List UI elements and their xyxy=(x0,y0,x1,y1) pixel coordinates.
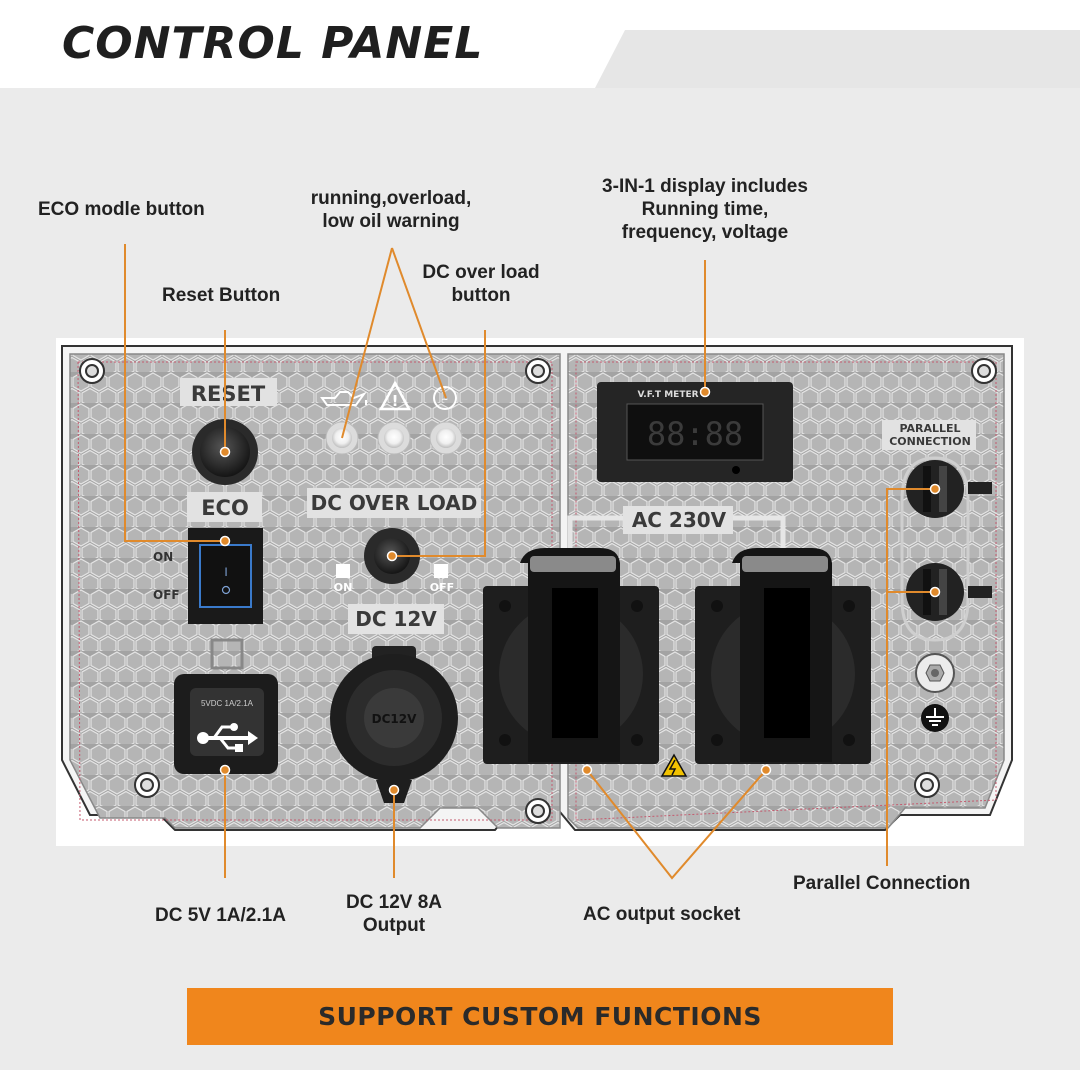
svg-text:!: ! xyxy=(392,392,399,410)
custom-functions-banner: SUPPORT CUSTOM FUNCTIONS xyxy=(187,988,893,1045)
svg-text:~: ~ xyxy=(442,395,449,404)
warning-triangle-icon: ! xyxy=(378,380,412,411)
ac230v-label-plate xyxy=(623,506,733,534)
meter-digits: 88:88 xyxy=(647,415,743,453)
breaker-off-label: OFF xyxy=(430,581,454,594)
reset-label: RESET xyxy=(191,382,266,406)
breaker-off-icon xyxy=(434,564,448,578)
meter-label: V.F.T METER xyxy=(637,390,698,400)
parallel-label-line1: PARALLEL xyxy=(899,422,960,435)
header-band xyxy=(0,0,1080,88)
reset-label-plate xyxy=(180,378,277,406)
oil-can-icon xyxy=(320,391,367,406)
dc-overload-label: DC OVER LOAD xyxy=(311,491,478,515)
callout-warning-lights: running,overload, low oil warning xyxy=(310,188,472,232)
dc12v-socket-label: DC12V xyxy=(372,712,417,726)
callout-dc-5v: DC 5V 1A/2.1A xyxy=(155,905,286,926)
callout-dc-overload-button: DC over load button xyxy=(422,262,540,306)
usb-rating-label: 5VDC 1A/2.1A xyxy=(201,699,254,708)
dc12v-label-plate xyxy=(348,604,444,634)
callout-ac-socket: AC output socket xyxy=(583,904,741,925)
breaker-on-label: ON xyxy=(334,581,353,594)
breaker-on-icon xyxy=(336,564,350,578)
parallel-label-line2: CONNECTION xyxy=(889,435,971,448)
callout-display: 3-IN-1 display includes Running time, fr… xyxy=(602,176,808,243)
eco-off-label: OFF xyxy=(153,588,180,602)
dc12v-label: DC 12V xyxy=(355,607,437,631)
ground-icon xyxy=(921,704,949,732)
dc-overload-label-plate xyxy=(307,488,481,518)
banner-text: SUPPORT CUSTOM FUNCTIONS xyxy=(318,1002,762,1031)
ac-socket-left[interactable] xyxy=(483,548,659,764)
ac230v-label: AC 230V xyxy=(632,508,727,532)
callout-reset-button: Reset Button xyxy=(162,285,281,306)
page-title: CONTROL PANEL xyxy=(62,18,484,69)
eco-on-label: ON xyxy=(153,550,173,564)
electric-hazard-icon xyxy=(660,753,688,777)
usb-cap-hinge xyxy=(210,638,244,670)
parallel-label-plate xyxy=(882,420,976,450)
screw-holes xyxy=(79,358,997,824)
eco-label: ECO xyxy=(201,496,249,520)
callout-eco-button: ECO modle button xyxy=(38,199,205,220)
overload-icon: ~ xyxy=(433,386,457,410)
leader-lines xyxy=(124,244,935,880)
svg-text:I: I xyxy=(224,565,227,579)
leader-dots xyxy=(219,386,941,796)
ac-socket-right[interactable] xyxy=(695,548,871,764)
ground-terminal[interactable] xyxy=(915,653,955,693)
eco-label-plate xyxy=(187,492,262,522)
usb-icon xyxy=(197,723,258,752)
callout-dc-12v: DC 12V 8A Output xyxy=(345,892,443,936)
callout-parallel: Parallel Connection xyxy=(793,873,971,894)
